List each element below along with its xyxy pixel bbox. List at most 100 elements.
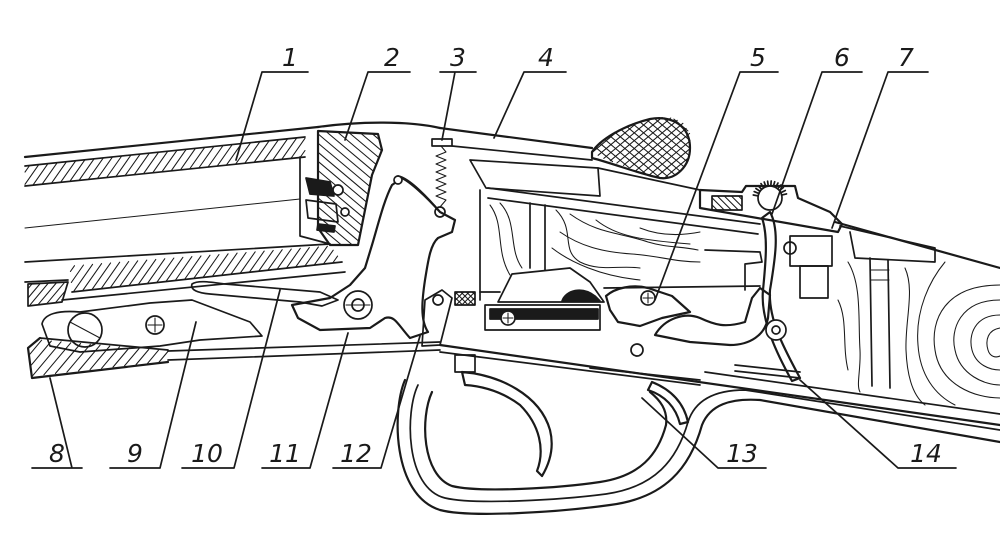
wood-grain bbox=[847, 261, 861, 393]
tang-insert-hatch-line bbox=[716, 195, 732, 211]
wood-grain bbox=[837, 299, 849, 371]
lower-wall-hatch-line bbox=[91, 262, 112, 291]
thumb-piece-checkering-line bbox=[635, 127, 687, 171]
callout-label-7: 7 bbox=[898, 43, 914, 72]
wood-grain bbox=[559, 231, 701, 263]
breech-block-hatch-line bbox=[317, 206, 360, 242]
callout-leader-11 bbox=[261, 332, 349, 469]
trigger bbox=[460, 370, 553, 478]
thumb-piece-checkering-line bbox=[597, 122, 638, 156]
callout-label-14: 14 bbox=[910, 439, 942, 468]
trigger-plate-rear bbox=[589, 367, 701, 381]
breech-block-hatch-line bbox=[317, 197, 361, 234]
barrel-wall-hatch-line bbox=[24, 164, 40, 185]
barrel-wall-hatch-line bbox=[24, 164, 31, 173]
forend-iron-bottom bbox=[26, 336, 170, 380]
sear-pivot-pin bbox=[432, 294, 444, 306]
breech-block-hatch-line bbox=[360, 132, 383, 152]
barrel-wall-hatch-line bbox=[152, 150, 169, 174]
latch-screw-cross bbox=[147, 317, 163, 333]
tang-block-lower bbox=[799, 265, 829, 299]
lower-wall-hatch-line bbox=[193, 254, 211, 280]
callout-label-2: 2 bbox=[384, 43, 400, 72]
forend-block-outline bbox=[27, 281, 69, 307]
lower-wall-hatch-line bbox=[239, 251, 256, 274]
barrel-wall-hatch-line bbox=[60, 160, 77, 183]
extractor-plate bbox=[305, 199, 339, 223]
rear-sear bbox=[604, 285, 692, 328]
thumb-piece-checkering-line bbox=[648, 140, 691, 176]
trigger-hook-mound bbox=[561, 289, 601, 302]
trigger-guard-inner bbox=[409, 384, 1000, 503]
trigger-guard-outer bbox=[396, 378, 1000, 515]
callout-leader-8 bbox=[31, 377, 83, 469]
lower-wall-hatch-line bbox=[304, 246, 319, 267]
thumb-piece-checkering-line bbox=[614, 131, 669, 177]
barrel-wall-hatch-line bbox=[216, 143, 233, 167]
chamber-face bbox=[299, 156, 331, 245]
trigger-plate-top-line bbox=[438, 343, 1000, 427]
forend-iron-hatch-line bbox=[147, 349, 160, 364]
barrel-wall-hatch-line bbox=[299, 149, 306, 159]
forend-iron-hatch-line bbox=[135, 348, 150, 366]
firing-spring-coil bbox=[435, 145, 447, 208]
trigger-plate-lower-line bbox=[439, 351, 701, 386]
action-lower-line bbox=[61, 271, 346, 301]
barrel-wall-hatch-line bbox=[32, 163, 49, 186]
breech-block-hatch-line bbox=[325, 130, 375, 172]
lower-wall-hatch-line bbox=[276, 248, 292, 270]
thumb-piece-checkering-line bbox=[639, 121, 688, 162]
safety-serration-tooth bbox=[755, 187, 761, 193]
barrel-wall-hatch-line bbox=[271, 138, 289, 161]
wood-grain bbox=[551, 247, 641, 281]
strap-to-tang-line bbox=[597, 167, 701, 191]
lower-wall-hatch-line bbox=[109, 260, 130, 289]
callout-leader-1 bbox=[235, 71, 309, 161]
forend-iron-hatch-line bbox=[123, 347, 140, 367]
forend-iron-hatch-line bbox=[30, 340, 52, 366]
callout-label-1: 1 bbox=[282, 43, 298, 72]
forend-latch-lever bbox=[41, 299, 263, 353]
upper-bore-top-line bbox=[24, 156, 306, 187]
forend-iron-hatch-line bbox=[43, 342, 72, 376]
thumb-piece-checkering-line bbox=[665, 158, 688, 178]
thumb-piece-checkering-line bbox=[603, 118, 652, 159]
lower-wall-hatch-line bbox=[69, 265, 76, 273]
thumb-piece-checkering-line bbox=[629, 122, 684, 169]
sear-block-hatch-line bbox=[461, 291, 476, 306]
extractor-screw-lower bbox=[340, 207, 350, 217]
forend-hatch-line bbox=[37, 282, 58, 306]
callout-leader-14 bbox=[799, 379, 957, 469]
rear-sear-screw-cross bbox=[642, 292, 654, 304]
breech-block-hatch-line bbox=[317, 142, 371, 187]
forend-iron-hatch-line bbox=[112, 347, 130, 368]
sear-block-hatch-line bbox=[454, 291, 465, 302]
callout-label-5: 5 bbox=[750, 43, 766, 72]
wood-grain bbox=[953, 299, 1000, 386]
top-strap-outline bbox=[438, 126, 594, 150]
barrel-wall-hatch-line bbox=[189, 146, 206, 170]
safety-button-serration bbox=[752, 180, 788, 197]
lower-wall-hatch-line bbox=[174, 256, 193, 282]
tang-insert-hatch-line bbox=[723, 195, 739, 211]
breech-block-hatch-line bbox=[317, 160, 368, 203]
wood-grain bbox=[986, 327, 1000, 358]
hinge-pin-circle bbox=[67, 312, 103, 348]
safety-serration-tooth bbox=[763, 181, 767, 188]
callout-label-9: 9 bbox=[127, 439, 143, 468]
barrel-wall-hatch-line bbox=[235, 142, 252, 165]
stock-top-line bbox=[833, 220, 1000, 270]
trigger-block-screw-cross bbox=[502, 312, 514, 324]
wood-grain bbox=[917, 261, 956, 406]
forend-assembly bbox=[24, 271, 441, 380]
thumb-piece-checkering-line bbox=[595, 146, 614, 163]
callouts-top: 1 2 3 4 5 6 7 bbox=[235, 43, 929, 301]
safety-lever-pivot-inner bbox=[771, 325, 781, 335]
trigger-guard-assembly bbox=[396, 343, 1000, 515]
thumb-piece-checkering-line bbox=[603, 138, 647, 175]
breech-block-hatch-line bbox=[317, 215, 353, 246]
top-lever-thumb-piece bbox=[590, 117, 692, 180]
interceptor-bracket bbox=[704, 249, 763, 291]
lower-wall-hatch-line bbox=[137, 258, 157, 286]
